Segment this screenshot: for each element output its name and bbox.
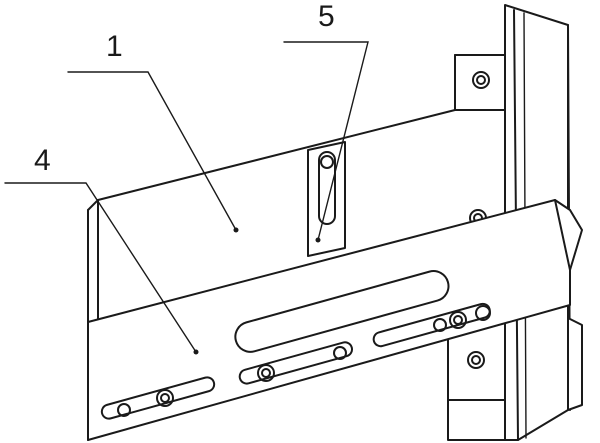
slot-bolt [156,389,174,407]
slotted-bar [87,199,583,441]
part-label-4: 4 [34,144,51,177]
vertical-slotted-strip [307,141,346,257]
leader-lines [4,41,369,355]
slot-bolt [449,311,467,329]
slot-bolt [320,155,334,169]
slot-bolt [117,403,131,417]
slot-bolt [475,305,491,321]
slot-bolt [433,318,447,332]
part-label-5: 5 [318,0,335,33]
adjust-slot [238,341,353,385]
vertical-slot [318,151,336,225]
bolt-head [467,351,485,369]
part-label-1: 1 [106,30,123,63]
slot-bolt [257,364,275,382]
leader-line-4 [4,182,197,353]
leader-line-1 [67,71,237,231]
bolt-head [472,71,490,89]
main-slot [234,270,450,353]
slot-bolt [333,346,347,360]
leader-line-5 [283,41,369,241]
